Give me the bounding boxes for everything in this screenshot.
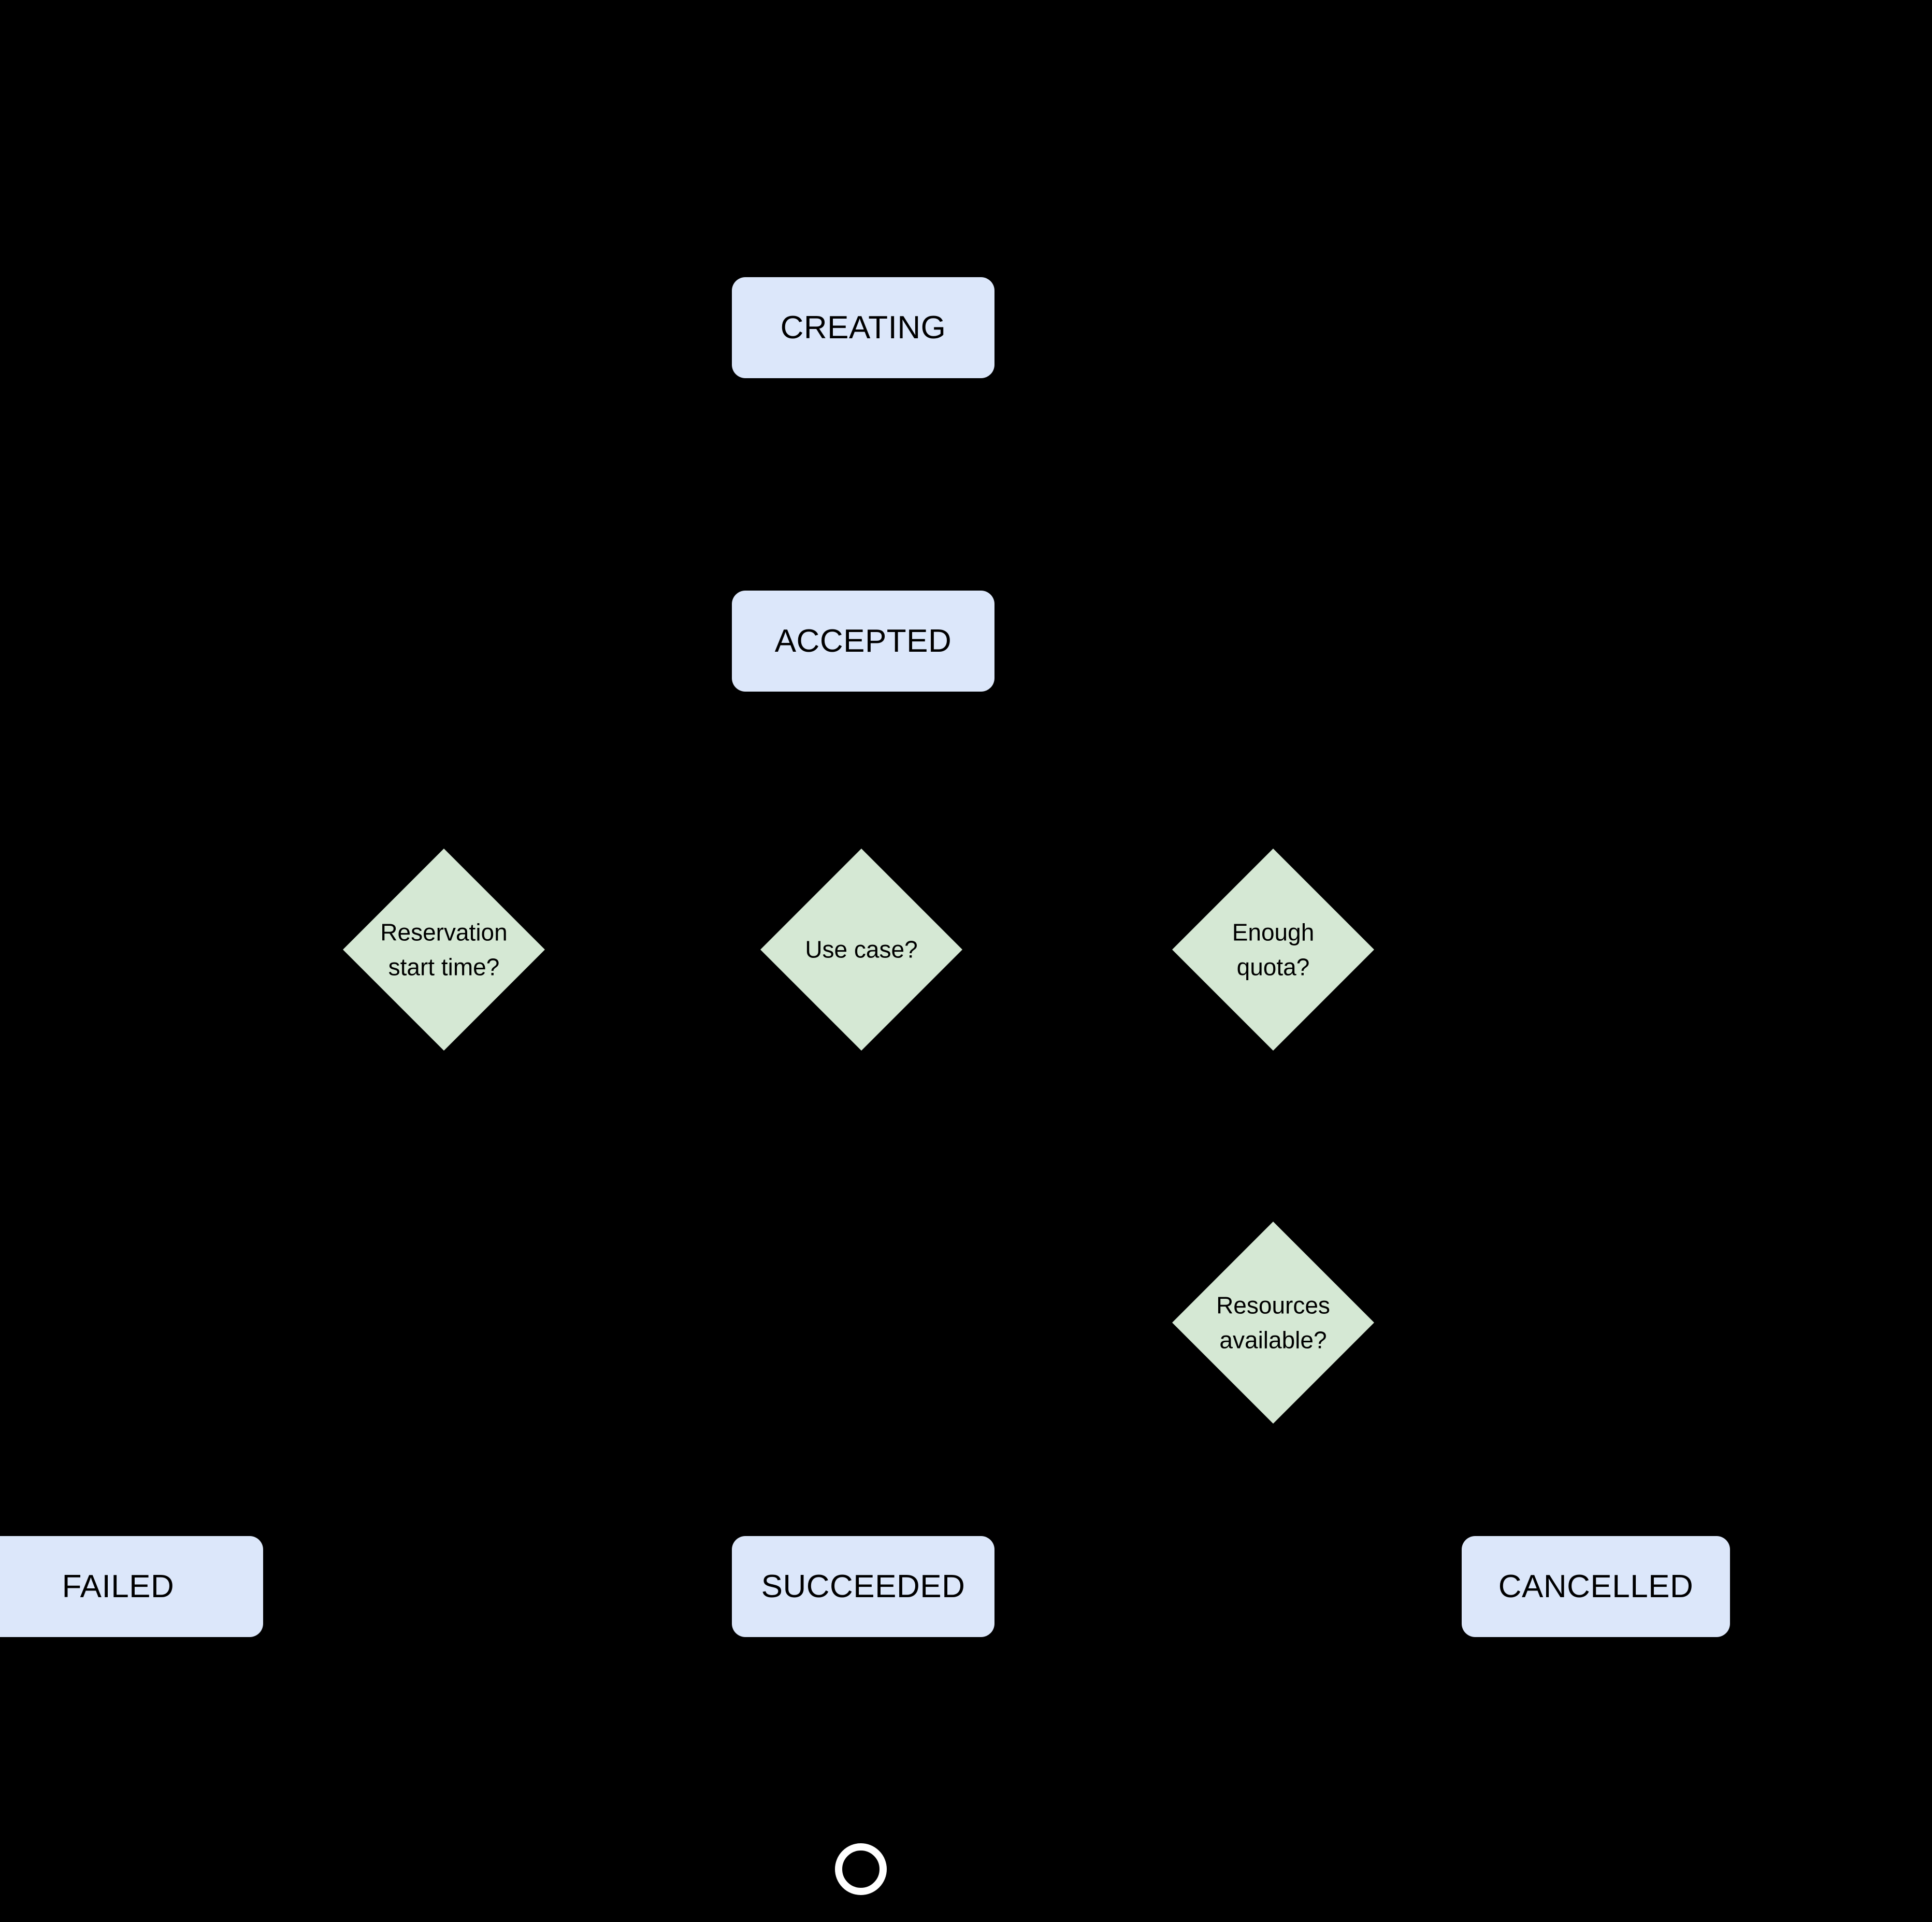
- state-box-cancelled[interactable]: CANCELLED: [1462, 1536, 1730, 1637]
- decision-enough-quota[interactable]: Enough quota?: [1172, 849, 1374, 1051]
- edge-reservation-start-time-to-failed: [117, 1051, 445, 1536]
- state-box-succeeded[interactable]: SUCCEEDED: [732, 1536, 994, 1637]
- decision-use-case[interactable]: Use case?: [760, 849, 962, 1051]
- edge-accepted-to-enough-quota: [861, 692, 1275, 849]
- state-box-failed[interactable]: FAILED: [0, 1536, 263, 1637]
- diamond-shape-icon: [760, 849, 962, 1051]
- decision-resources-available[interactable]: Resources available?: [1172, 1222, 1374, 1424]
- edge-accepted-to-reservation-start-time: [442, 692, 864, 849]
- state-label-failed: FAILED: [62, 1568, 175, 1604]
- state-box-accepted[interactable]: ACCEPTED: [732, 591, 994, 692]
- state-label-cancelled: CANCELLED: [1498, 1568, 1694, 1604]
- end-node-circle-icon: [835, 1843, 887, 1895]
- state-label-creating: CREATING: [780, 309, 946, 346]
- diamond-shape-icon: [1172, 1222, 1374, 1424]
- diamond-shape-icon: [1172, 849, 1374, 1051]
- decision-reservation-start-time[interactable]: Reservation start time?: [343, 849, 545, 1051]
- state-box-creating[interactable]: CREATING: [732, 277, 994, 378]
- diamond-shape-icon: [343, 849, 545, 1051]
- edge-resources-available-to-cancelled: [1272, 1424, 1597, 1536]
- state-label-accepted: ACCEPTED: [774, 623, 952, 659]
- state-label-succeeded: SUCCEEDED: [761, 1568, 965, 1604]
